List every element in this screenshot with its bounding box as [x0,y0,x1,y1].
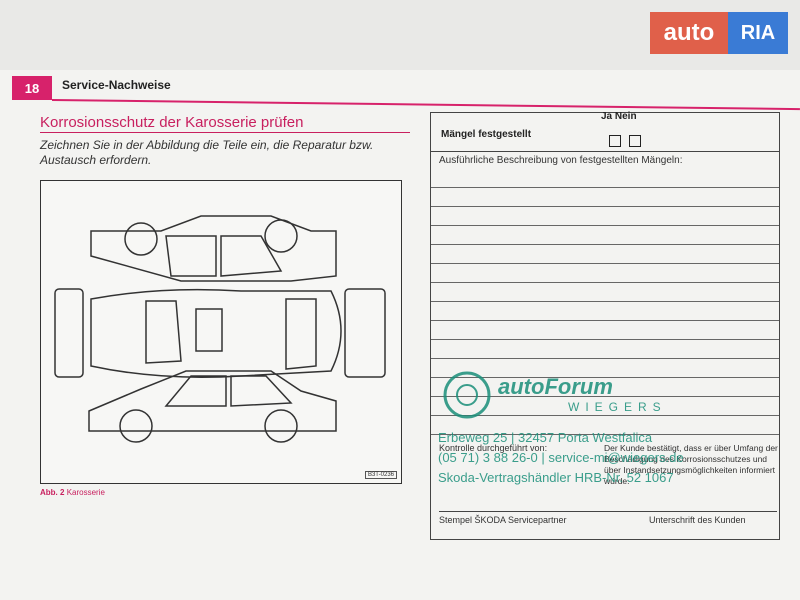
description-line[interactable] [431,245,779,264]
section-rule [40,132,410,133]
stamp-dealer: Skoda-Vertragshändler HRB-Nr. 52 1067 [438,470,674,485]
autoria-logo: auto RIA [650,12,790,54]
logo-ria-text: RIA [728,12,788,54]
stamp-brand: autoForum [498,374,613,399]
inspection-form: Ja Nein Mängel festgestellt Ausführliche… [430,111,780,540]
description-line[interactable] [431,283,779,302]
stamp-label: Stempel ŠKODA Servicepartner [439,515,567,525]
description-line[interactable] [431,169,779,188]
signature-label: Unterschrift des Kunden [649,515,746,525]
description-line[interactable] [431,321,779,340]
description-line[interactable] [431,264,779,283]
description-line[interactable] [431,340,779,359]
description-line[interactable] [431,397,779,416]
page-number: 18 [12,76,52,100]
logo-auto-text: auto [650,12,728,54]
no-checkbox[interactable] [629,135,641,147]
control-label: Kontrolle durchgeführt von: [439,443,548,453]
form-header-row: Ja Nein Mängel festgestellt [431,111,779,152]
stamp-subtitle: WIEGERS [568,400,667,414]
description-label: Ausführliche Beschreibung von festgestel… [439,155,683,166]
description-line[interactable] [431,378,779,397]
dealer-stamp: autoForum WIEGERS Erbeweg 25 | 32457 Por… [438,370,728,490]
header-rule [51,99,800,111]
page-header: 18 Service-Nachweise [0,70,800,111]
description-line[interactable] [431,188,779,207]
description-line[interactable] [431,359,779,378]
signature-block: Kontrolle durchgeführt von: Der Kunde be… [439,443,778,533]
customer-confirmation: Der Kunde bestätigt, dass er über Umfang… [604,443,778,486]
description-line[interactable] [431,226,779,245]
intro-text: Zeichnen Sie in der Abbildung die Teile … [40,138,374,167]
caption-prefix: Abb. 2 [40,488,65,497]
description-lines[interactable] [431,169,779,435]
yes-no-label: Ja Nein [601,111,637,122]
figure-code: B3T-0236 [364,471,397,479]
stamp-address: Erbeweg 25 | 32457 Porta Westfalica [438,430,653,445]
car-body-diagram: B3T-0236 [40,180,402,484]
manual-page: 18 Service-Nachweise Korrosionsschutz de… [0,70,800,600]
skoda-logo-icon [443,371,491,419]
caption-text: Karosserie [66,488,105,497]
defects-label: Mängel festgestellt [441,129,532,140]
signature-rule [439,511,777,512]
yes-checkbox[interactable] [609,135,621,147]
figure-caption: Abb. 2 Karosserie [40,488,105,497]
description-line[interactable] [431,207,779,226]
car-outline-drawing [54,215,386,443]
header-title: Service-Nachweise [62,78,171,92]
description-line[interactable] [431,302,779,321]
description-line[interactable] [431,416,779,435]
section-title: Korrosionsschutz der Karosserie prüfen [40,114,304,131]
stamp-phone: (05 71) 3 88 26-0 | service-mi@wiegers.d… [438,450,684,465]
